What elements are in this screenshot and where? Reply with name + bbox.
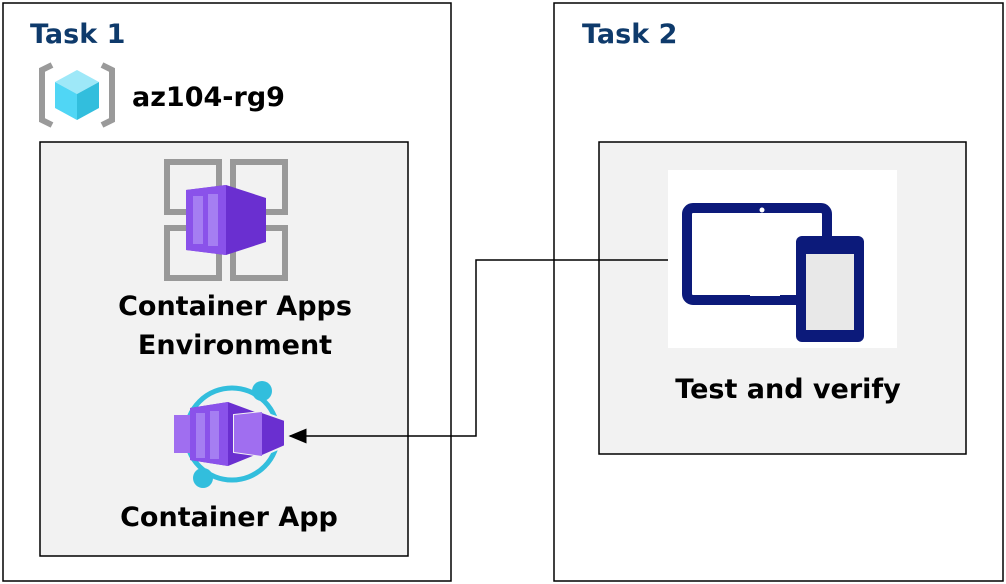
task1-title: Task 1 xyxy=(30,19,125,50)
resource-group-icon xyxy=(39,62,115,128)
container-apps-environment-icon xyxy=(164,159,288,281)
connector-arrow xyxy=(288,259,668,444)
environment-label-line1: Container Apps xyxy=(118,291,352,322)
container-app-label: Container App xyxy=(120,502,338,533)
container-app-icon xyxy=(174,381,286,488)
environment-label-line2: Environment xyxy=(138,330,332,361)
resource-group-name: az104-rg9 xyxy=(132,82,285,113)
devices-icon xyxy=(682,203,864,342)
task2-title: Task 2 xyxy=(582,19,677,50)
test-verify-label: Test and verify xyxy=(675,374,901,405)
